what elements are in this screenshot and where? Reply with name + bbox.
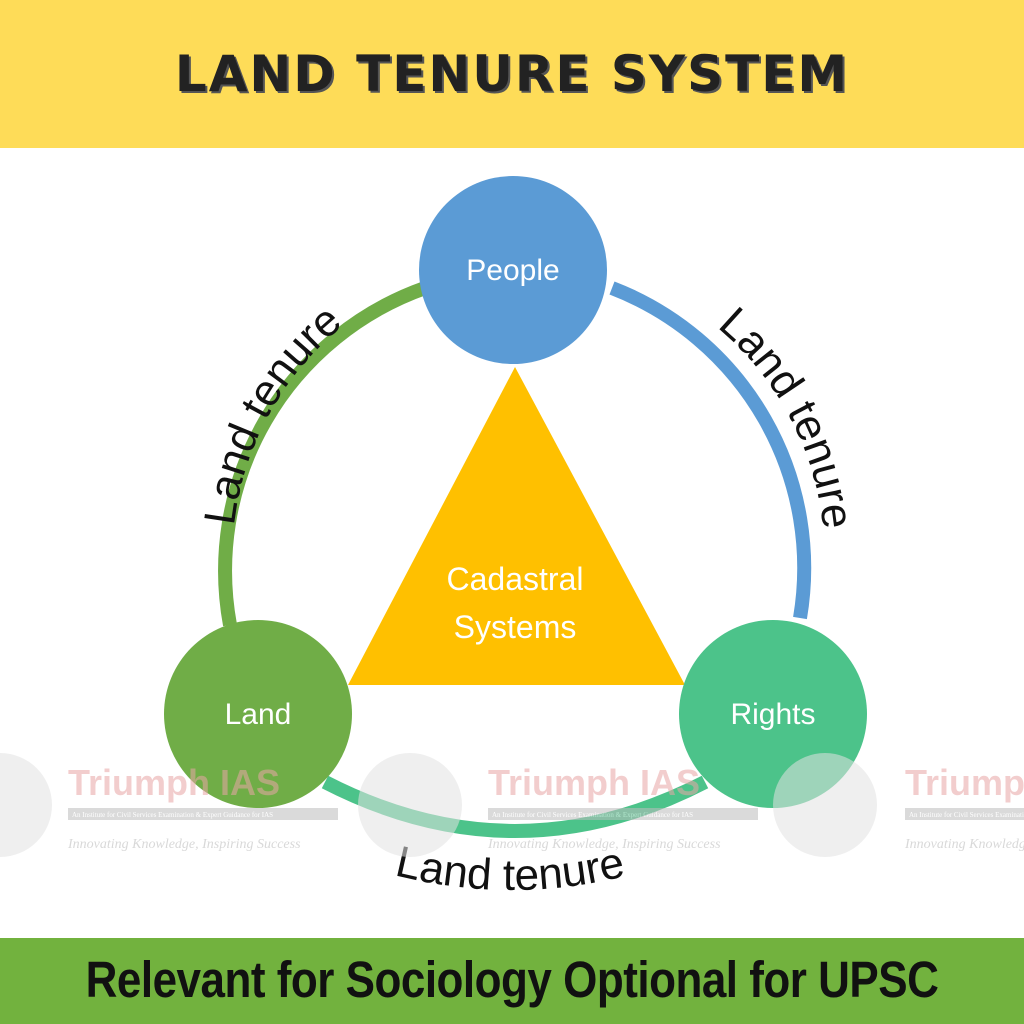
edge-arc-right [609, 281, 812, 620]
watermark-avatar [0, 753, 52, 857]
land-tenure-diagram: Cadastral Systems People Land Rights Lan… [0, 176, 1024, 900]
node-land [164, 620, 352, 808]
center-triangle [348, 367, 685, 685]
node-rights-label: Rights [730, 698, 815, 731]
watermark-brand: Triumph IAS [905, 762, 1024, 803]
watermark-subtitle-bar [68, 808, 338, 820]
node-people-label: People [466, 254, 559, 287]
page-title: LAND TENURE SYSTEM [174, 45, 850, 103]
center-label-line1: Cadastral [447, 561, 584, 597]
watermark-3: Triumph IAS An Institute for Civil Servi… [773, 753, 1024, 857]
watermark-tagline: Innovating Knowledge, Inspiring Success [487, 837, 721, 852]
watermark-1: Triumph IAS An Institute for Civil Servi… [0, 753, 338, 857]
watermark-tagline: Innovating Knowledge, Inspiring Success [904, 837, 1024, 852]
watermark-avatar [358, 753, 462, 857]
edge-arc-left [218, 281, 428, 627]
watermark-subtitle: An Institute for Civil Services Examinat… [492, 811, 693, 819]
watermark-subtitle: An Institute for Civil Services Examinat… [909, 811, 1024, 819]
title-banner: LAND TENURE SYSTEM [0, 0, 1024, 148]
watermark-subtitle-bar [905, 808, 1024, 820]
watermark-2: Triumph IAS An Institute for Civil Servi… [358, 753, 758, 857]
center-label-line2: Systems [454, 609, 577, 645]
node-people [419, 176, 607, 364]
footer-banner: Relevant for Sociology Optional for UPSC [0, 938, 1024, 1024]
node-land-label: Land [225, 698, 292, 731]
watermark-subtitle-bar [488, 808, 758, 820]
watermark-avatar [773, 753, 877, 857]
edge-label-right: Land tenure [710, 298, 862, 531]
edge-label-left: Land tenure [195, 295, 350, 527]
watermark-brand: Triumph IAS [68, 762, 280, 803]
footer-text: Relevant for Sociology Optional for UPSC [85, 952, 939, 1009]
watermark-brand: Triumph IAS [488, 762, 700, 803]
watermark-subtitle: An Institute for Civil Services Examinat… [72, 811, 273, 819]
watermark-tagline: Innovating Knowledge, Inspiring Success [67, 837, 301, 852]
